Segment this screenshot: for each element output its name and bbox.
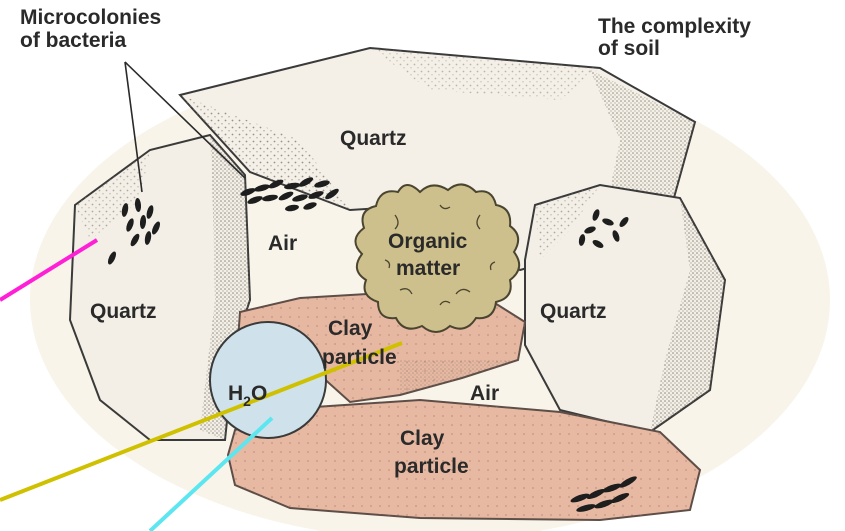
title-line-1: The complexity	[598, 15, 751, 38]
label-organic-line-1: Organic	[388, 230, 468, 253]
label-clay-bottom-line-2: particle	[394, 455, 469, 478]
callout-line-1: Microcolonies	[20, 6, 161, 29]
label-water-h: H	[228, 382, 243, 405]
label-quartz-right: Quartz	[540, 300, 607, 323]
label-water-o: O	[251, 382, 267, 405]
title-line-2: of soil	[598, 37, 660, 60]
label-air-left: Air	[268, 232, 297, 255]
label-water-subscript: 2	[243, 393, 251, 409]
label-clay-top-line-1: Clay	[328, 317, 373, 340]
label-clay-top-line-2: particle	[322, 346, 397, 369]
label-clay-bottom-line-1: Clay	[400, 427, 445, 450]
label-quartz-top: Quartz	[340, 127, 407, 150]
label-quartz-left: Quartz	[90, 300, 157, 323]
label-air-middle: Air	[470, 382, 499, 405]
label-organic-line-2: matter	[396, 257, 460, 280]
callout-line-2: of bacteria	[20, 29, 127, 52]
